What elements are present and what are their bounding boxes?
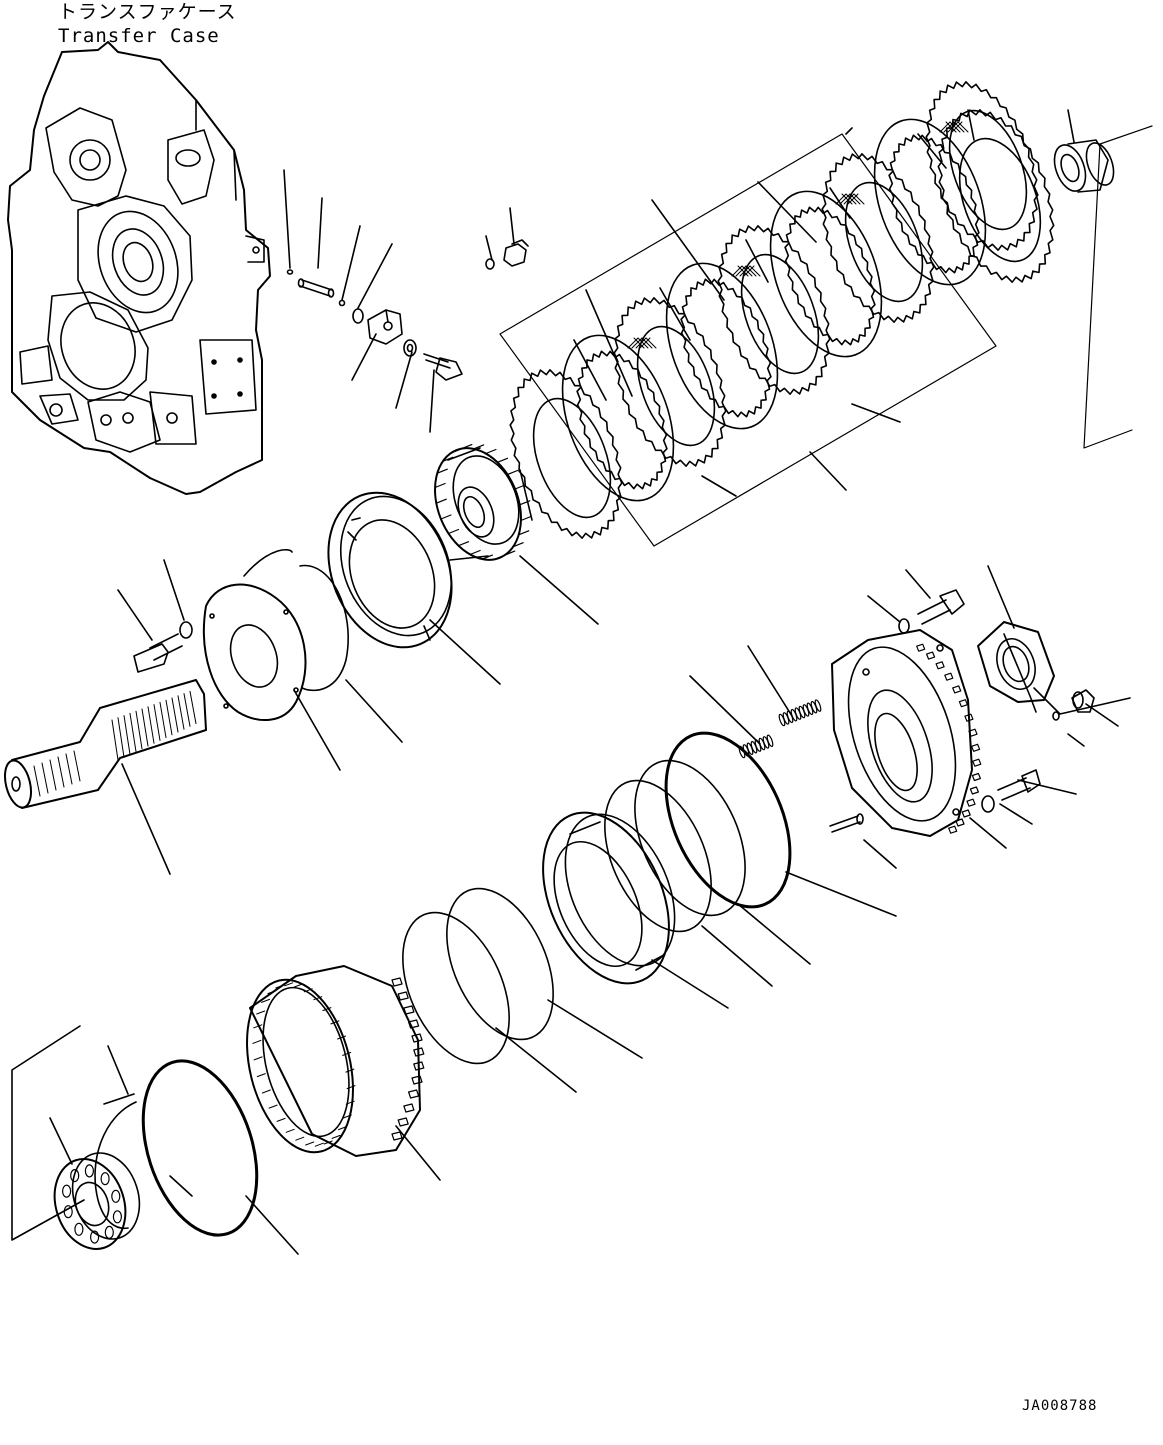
clutch-drum xyxy=(230,966,440,1180)
snap-ring-1 xyxy=(244,550,292,576)
document-id: JA008788 xyxy=(1022,1398,1098,1414)
piston xyxy=(518,793,696,1003)
clutch-plate xyxy=(938,110,1055,282)
bearing-sleeve xyxy=(1049,139,1119,195)
ball-icon xyxy=(340,301,345,306)
upper-small-parts xyxy=(284,170,528,432)
retaining-ring xyxy=(95,1102,136,1228)
bolt-head xyxy=(436,358,462,380)
pressure-plate xyxy=(306,474,473,666)
clutch-plate xyxy=(926,82,1041,250)
end-plate xyxy=(204,585,306,720)
transfer-case-housing xyxy=(8,42,270,494)
clutch-hub xyxy=(419,435,537,573)
clutch-plate xyxy=(718,226,833,394)
clutch-plate xyxy=(822,154,937,322)
clutch-plate xyxy=(510,370,625,538)
valve-block xyxy=(368,310,402,344)
piston-housing xyxy=(690,566,1130,868)
clutch-plate xyxy=(646,248,799,444)
coil-spring xyxy=(738,734,774,758)
clutch-plate xyxy=(750,176,903,372)
snap-ring-2 xyxy=(300,566,348,691)
hub-and-plates xyxy=(118,435,598,770)
pin-lower xyxy=(830,816,860,832)
washer xyxy=(404,340,416,356)
large-snap-ring xyxy=(123,1046,278,1249)
seal-rings xyxy=(381,714,896,1092)
caption-japanese: トランスファケース xyxy=(58,1,237,23)
lower-left-parts xyxy=(12,1026,298,1258)
o-ring-small xyxy=(353,309,363,323)
bolt-upper-right xyxy=(918,600,950,624)
bolt-left xyxy=(134,644,168,672)
caption-english: Transfer Case xyxy=(58,25,220,47)
pin-icon xyxy=(288,270,293,274)
dowel-pin xyxy=(300,280,332,296)
roller-bearing xyxy=(43,1144,150,1258)
washer-left xyxy=(180,622,192,638)
output-shaft xyxy=(1,680,206,874)
plug xyxy=(504,244,526,266)
clutch-plate xyxy=(542,320,695,516)
clutch-plate-stack xyxy=(500,82,1152,546)
clutch-plate xyxy=(614,298,729,466)
coil-spring xyxy=(778,699,822,726)
